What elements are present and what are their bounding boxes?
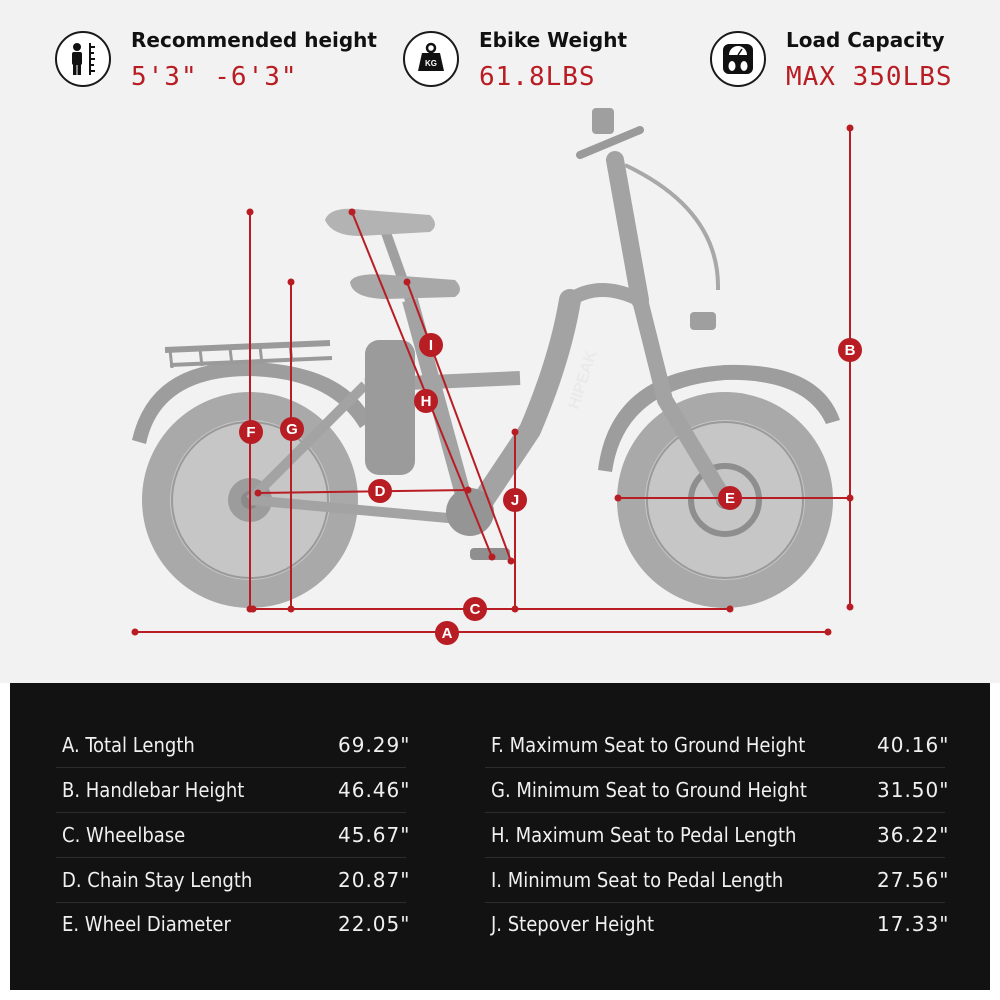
dimension-line-d	[257, 489, 469, 494]
spec-value: 40.16"	[877, 733, 950, 757]
spec-name: F. Maximum Seat to Ground Height	[491, 733, 806, 757]
spec-name: C. Wheelbase	[62, 823, 186, 847]
spec-value: 17.33"	[877, 912, 950, 936]
marker-b: B	[838, 338, 862, 362]
marker-i: I	[419, 333, 443, 357]
spec-row-a: A. Total Length 69.29"	[56, 723, 409, 768]
spec-row-f: F. Maximum Seat to Ground Height 40.16"	[485, 723, 948, 768]
marker-j-label: J	[511, 492, 519, 509]
stat-label: Ebike Weight	[479, 28, 628, 52]
brand-logo: HIPEAK	[566, 348, 601, 411]
marker-f: F	[239, 420, 263, 444]
spec-value: 69.29"	[338, 733, 411, 757]
kg-weight-icon: KG	[403, 31, 459, 87]
spec-name: A. Total Length	[62, 733, 195, 757]
spec-row-b: B. Handlebar Height 46.46"	[56, 768, 409, 813]
stat-value: 5'3" -6'3"	[131, 62, 298, 92]
spec-value: 20.87"	[338, 868, 411, 892]
spec-row-i: I. Minimum Seat to Pedal Length 27.56"	[485, 858, 948, 903]
marker-d-label: D	[375, 483, 386, 500]
spec-name: I. Minimum Seat to Pedal Length	[491, 868, 784, 892]
scale-icon	[710, 31, 766, 87]
stat-value: MAX 350LBS	[786, 62, 953, 92]
spec-row-e: E. Wheel Diameter 22.05"	[56, 902, 409, 946]
spec-value: 22.05"	[338, 912, 411, 936]
dimension-line-i	[406, 281, 512, 562]
marker-c: C	[463, 597, 487, 621]
stat-label: Load Capacity	[786, 28, 945, 52]
spec-value: 27.56"	[877, 868, 950, 892]
spec-name: B. Handlebar Height	[62, 778, 245, 802]
spec-row-c: C. Wheelbase 45.67"	[56, 813, 409, 858]
dimension-line-h	[351, 211, 493, 558]
spec-value: 36.22"	[877, 823, 950, 847]
spec-row-h: H. Maximum Seat to Pedal Length 36.22"	[485, 813, 948, 858]
spec-name: G. Minimum Seat to Ground Height	[491, 778, 807, 802]
marker-e-label: E	[725, 490, 735, 507]
spec-name: D. Chain Stay Length	[62, 868, 253, 892]
dimension-lines	[135, 128, 851, 633]
marker-e: E	[718, 486, 742, 510]
spec-name: E. Wheel Diameter	[62, 912, 231, 936]
spec-name: J. Stepover Height	[491, 912, 655, 936]
ebike-dimension-diagram: HIPEAK A B C D E	[131, 108, 862, 645]
marker-d: D	[368, 479, 392, 503]
stat-value: 61.8LBS	[479, 62, 596, 92]
marker-g: G	[280, 417, 304, 441]
marker-g-label: G	[286, 421, 298, 438]
spec-name: H. Maximum Seat to Pedal Length	[491, 823, 797, 847]
spec-value: 45.67"	[338, 823, 411, 847]
marker-i-label: I	[429, 337, 433, 354]
spec-value: 31.50"	[877, 778, 950, 802]
diagram-area	[0, 0, 1000, 683]
stat-label: Recommended height	[131, 28, 377, 52]
marker-f-label: F	[246, 424, 255, 441]
marker-a-label: A	[442, 625, 453, 642]
specs-panel	[10, 683, 990, 990]
spec-row-d: D. Chain Stay Length 20.87"	[56, 858, 409, 903]
spec-value: 46.46"	[338, 778, 411, 802]
marker-c-label: C	[470, 601, 481, 618]
spec-row-j: J. Stepover Height 17.33"	[485, 902, 948, 946]
dimension-endpoints	[131, 124, 854, 636]
marker-a: A	[435, 621, 459, 645]
svg-text:KG: KG	[425, 59, 437, 68]
spec-row-g: G. Minimum Seat to Ground Height 31.50"	[485, 768, 948, 813]
bike-silhouette: HIPEAK	[132, 108, 840, 608]
marker-h: H	[414, 389, 438, 413]
marker-h-label: H	[421, 393, 432, 410]
person-height-icon	[55, 31, 111, 87]
marker-j: J	[503, 488, 527, 512]
marker-b-label: B	[845, 342, 856, 359]
